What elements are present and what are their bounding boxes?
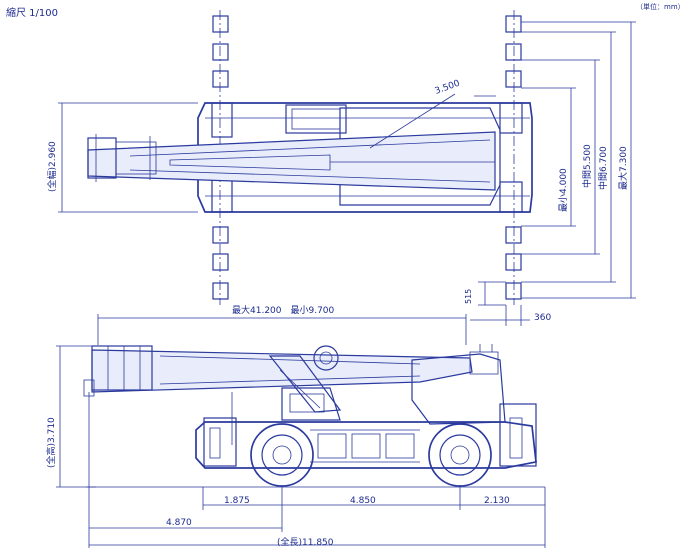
scale-label: 縮尺 1/100 [6, 6, 58, 19]
cab-side [281, 387, 341, 421]
side-view: (全高)3.710 [45, 344, 545, 488]
boom-length-label: 最大41.200 最小9.700 [232, 304, 335, 316]
unit-label: （単位：mm） [636, 2, 681, 11]
carrier-side [195, 421, 537, 469]
top-view: 3.500 (全幅)2.960 [46, 10, 533, 305]
boom-cylinder [268, 355, 342, 413]
boom-extension-label: 3.500 [434, 79, 462, 97]
outrigger-pads-front-bottom [212, 226, 229, 300]
full-length-label: (全長)11.850 [277, 536, 334, 548]
cab-top [285, 104, 347, 134]
bottom-dims: 1.875 4.850 2.130 4.870 (全長)11.850 [88, 392, 546, 548]
front-wheel [250, 423, 314, 487]
boom-front-label: 4.870 [166, 518, 192, 528]
front-overhang-label: 1.875 [224, 496, 250, 506]
pad-detail-dims: 515 360 [464, 281, 551, 326]
winch-drum [313, 345, 339, 371]
boom-top [87, 131, 496, 191]
boom-head-side [91, 345, 153, 391]
outrigger-mid2-label: 中間6.700 [597, 146, 609, 190]
rear-wheel [428, 423, 492, 487]
carrier-outline [197, 102, 533, 213]
wheelbase-label: 4.850 [350, 496, 376, 506]
outrigger-span-dims: 最小4.000 中間5.500 中間6.700 最大7.300 [521, 21, 636, 299]
dim-360-label: 360 [534, 313, 551, 323]
outrigger-max-label: 最大7.300 [617, 146, 629, 190]
boom-length-dim: 最大41.200 最小9.700 [97, 304, 467, 345]
rear-overhang-label: 2.130 [484, 496, 510, 506]
full-height-label: (全高)3.710 [45, 417, 57, 468]
outrigger-mid1-label: 中間5.500 [581, 144, 593, 188]
superstructure-top [339, 107, 501, 206]
outrigger-min-label: 最小4.000 [558, 168, 569, 212]
outrigger-pads-front-top [212, 15, 229, 88]
outrigger-pads-rear-top [505, 15, 522, 88]
dim-515-label: 515 [464, 289, 473, 304]
outrigger-pads-rear-bottom [505, 226, 522, 300]
full-width-label: (全幅)2.960 [46, 141, 58, 192]
